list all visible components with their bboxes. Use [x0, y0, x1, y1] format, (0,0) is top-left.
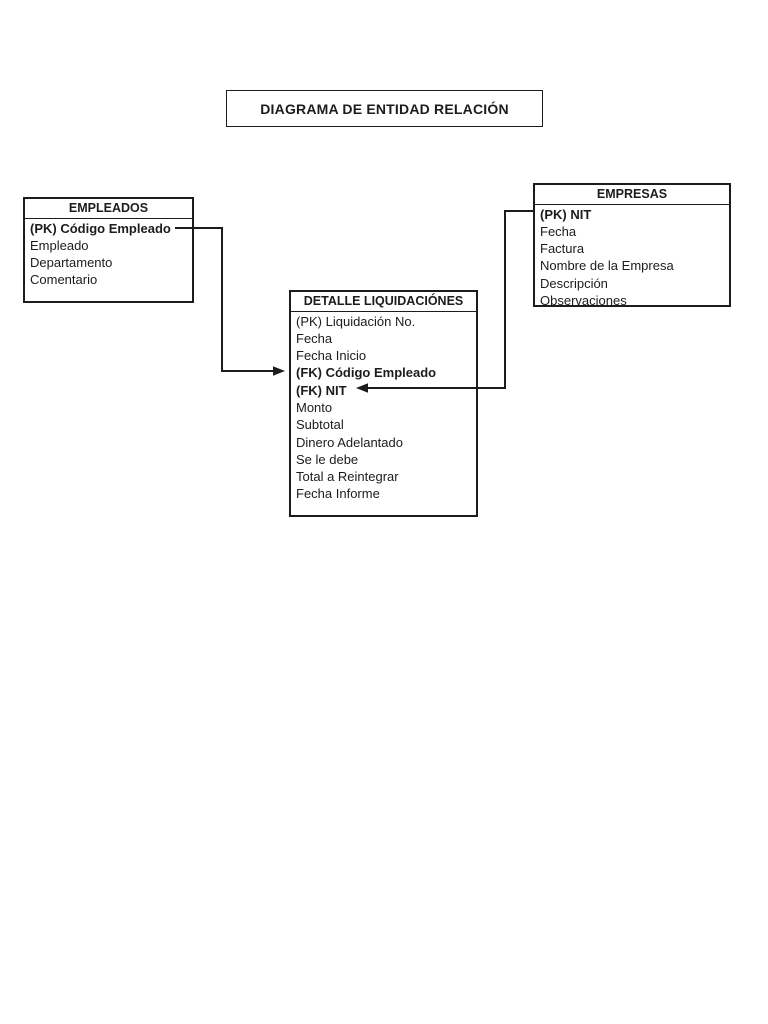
- diagram-title: DIAGRAMA DE ENTIDAD RELACIÓN: [226, 90, 543, 127]
- entity-attribute: Dinero Adelantado: [296, 434, 403, 450]
- entity-attribute: (PK) NIT: [540, 206, 592, 222]
- arrowhead-right-icon: [273, 366, 285, 376]
- entity-detalle-liquidaciones: DETALLE LIQUIDACIÓNES (PK) Liquidación N…: [289, 290, 478, 517]
- entity-attribute: Departamento: [30, 255, 113, 271]
- entity-attribute: Fecha: [296, 330, 333, 346]
- entity-empresas-title: EMPRESAS: [535, 185, 729, 205]
- entity-attribute: Nombre de la Empresa: [540, 258, 674, 274]
- entity-attribute: Fecha Informe: [296, 486, 380, 502]
- entity-attribute: (FK) Código Empleado: [296, 365, 437, 381]
- entity-attribute: Subtotal: [296, 417, 344, 433]
- entity-attribute: Comentario: [30, 272, 98, 288]
- entity-attribute: Fecha: [540, 223, 577, 239]
- entity-attribute: Empleado: [30, 237, 89, 253]
- entity-empleados-title: EMPLEADOS: [25, 199, 192, 219]
- entity-attribute: Monto: [296, 399, 333, 415]
- entity-attribute: (PK) Código Empleado: [30, 220, 171, 236]
- entity-attribute: Descripción: [540, 275, 608, 291]
- entity-attribute: Factura: [540, 241, 585, 257]
- entity-detalle-liquidaciones-title: DETALLE LIQUIDACIÓNES: [291, 292, 476, 312]
- entity-attribute: Total a Reintegrar: [296, 469, 399, 485]
- entity-attribute: (FK) NIT: [296, 382, 347, 398]
- entity-attribute: Observaciones: [540, 292, 627, 308]
- entity-attribute: Fecha Inicio: [296, 348, 367, 364]
- entity-attribute: (PK) Liquidación No.: [296, 313, 416, 329]
- entity-attribute: Se le debe: [296, 451, 359, 467]
